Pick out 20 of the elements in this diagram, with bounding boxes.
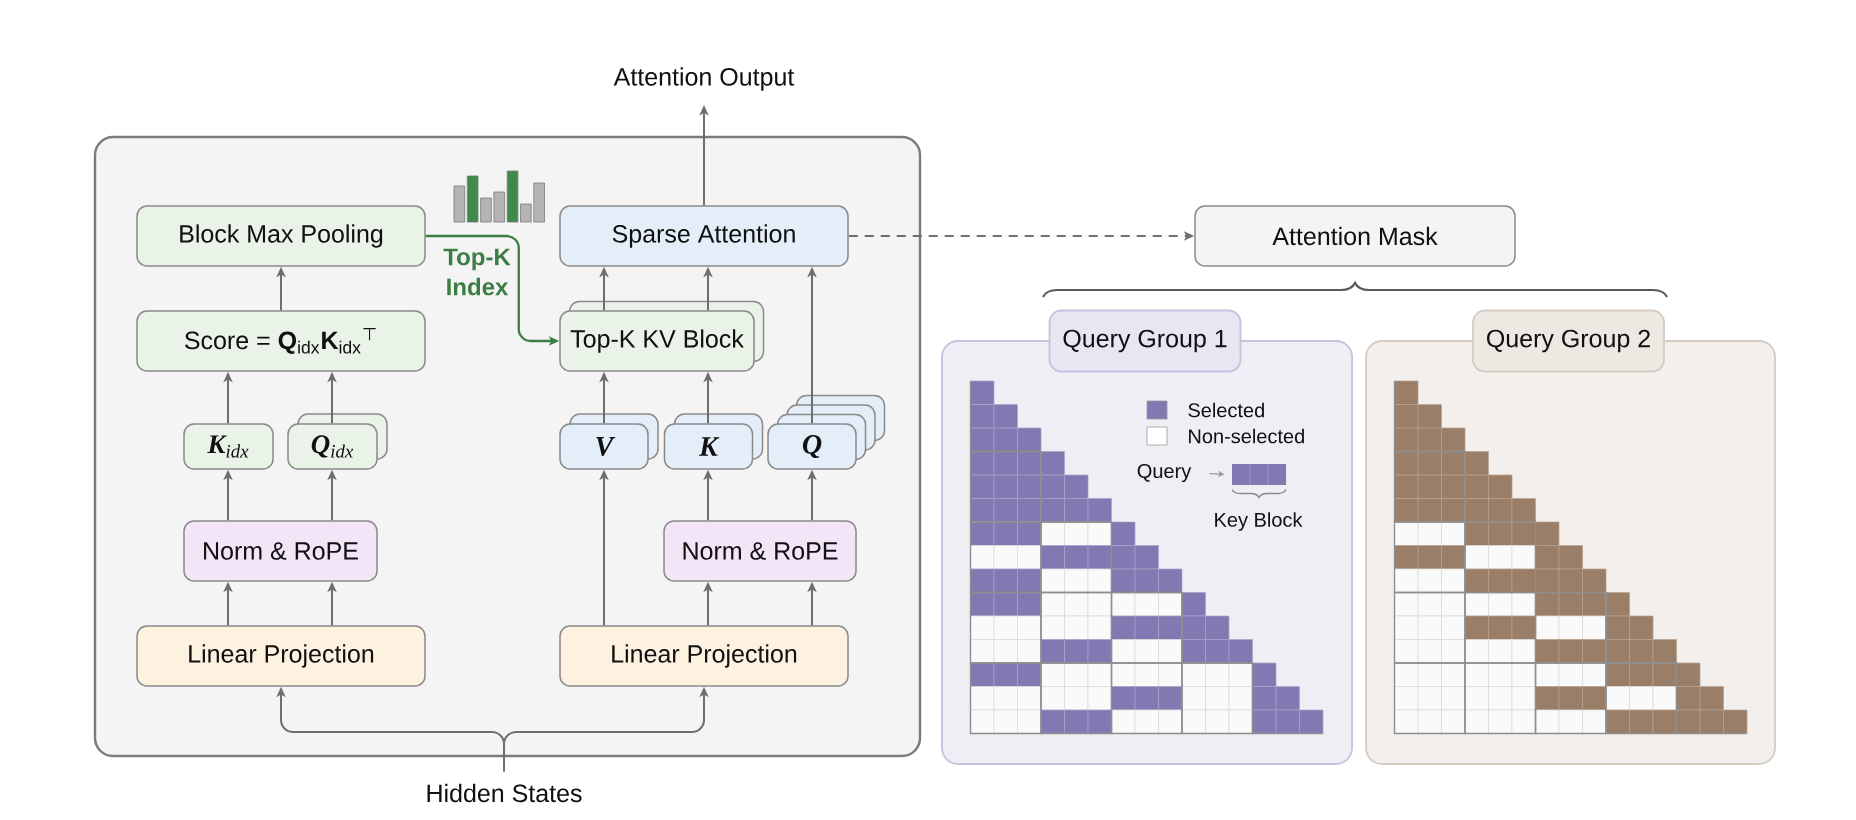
caption-label: Key Block <box>1215 512 1303 531</box>
edge-label: Top-K Index <box>443 248 511 296</box>
tensor-box: K$_{idx}$ <box>183 423 274 470</box>
process-box: Linear Projection <box>136 625 426 687</box>
stacked-tensor-box: V <box>559 413 659 470</box>
process-box: Block Max Pooling <box>136 205 426 267</box>
input-label: Hidden States <box>427 783 582 803</box>
process-box: Attention Mask <box>1194 205 1516 267</box>
stacked-tensor-box: Q$_{idx}$ <box>287 413 388 470</box>
process-box: Norm & RoPE <box>183 520 378 582</box>
legend-label: Selected <box>1188 402 1264 418</box>
stacked-tensor-box: K <box>663 413 764 470</box>
stacked-tensor-box: Q <box>767 394 886 470</box>
formula-box: Score = Q$_{idx}$K$_{idx}$⊤ <box>136 310 426 372</box>
process-box: Sparse Attention <box>559 205 849 267</box>
output-label: Attention Output <box>613 67 795 91</box>
stacked-box: Top-K KV Block <box>559 300 765 372</box>
legend-label: Non-selected <box>1189 428 1304 444</box>
process-box: Norm & RoPE <box>663 520 857 582</box>
process-box: Linear Projection <box>559 625 849 687</box>
